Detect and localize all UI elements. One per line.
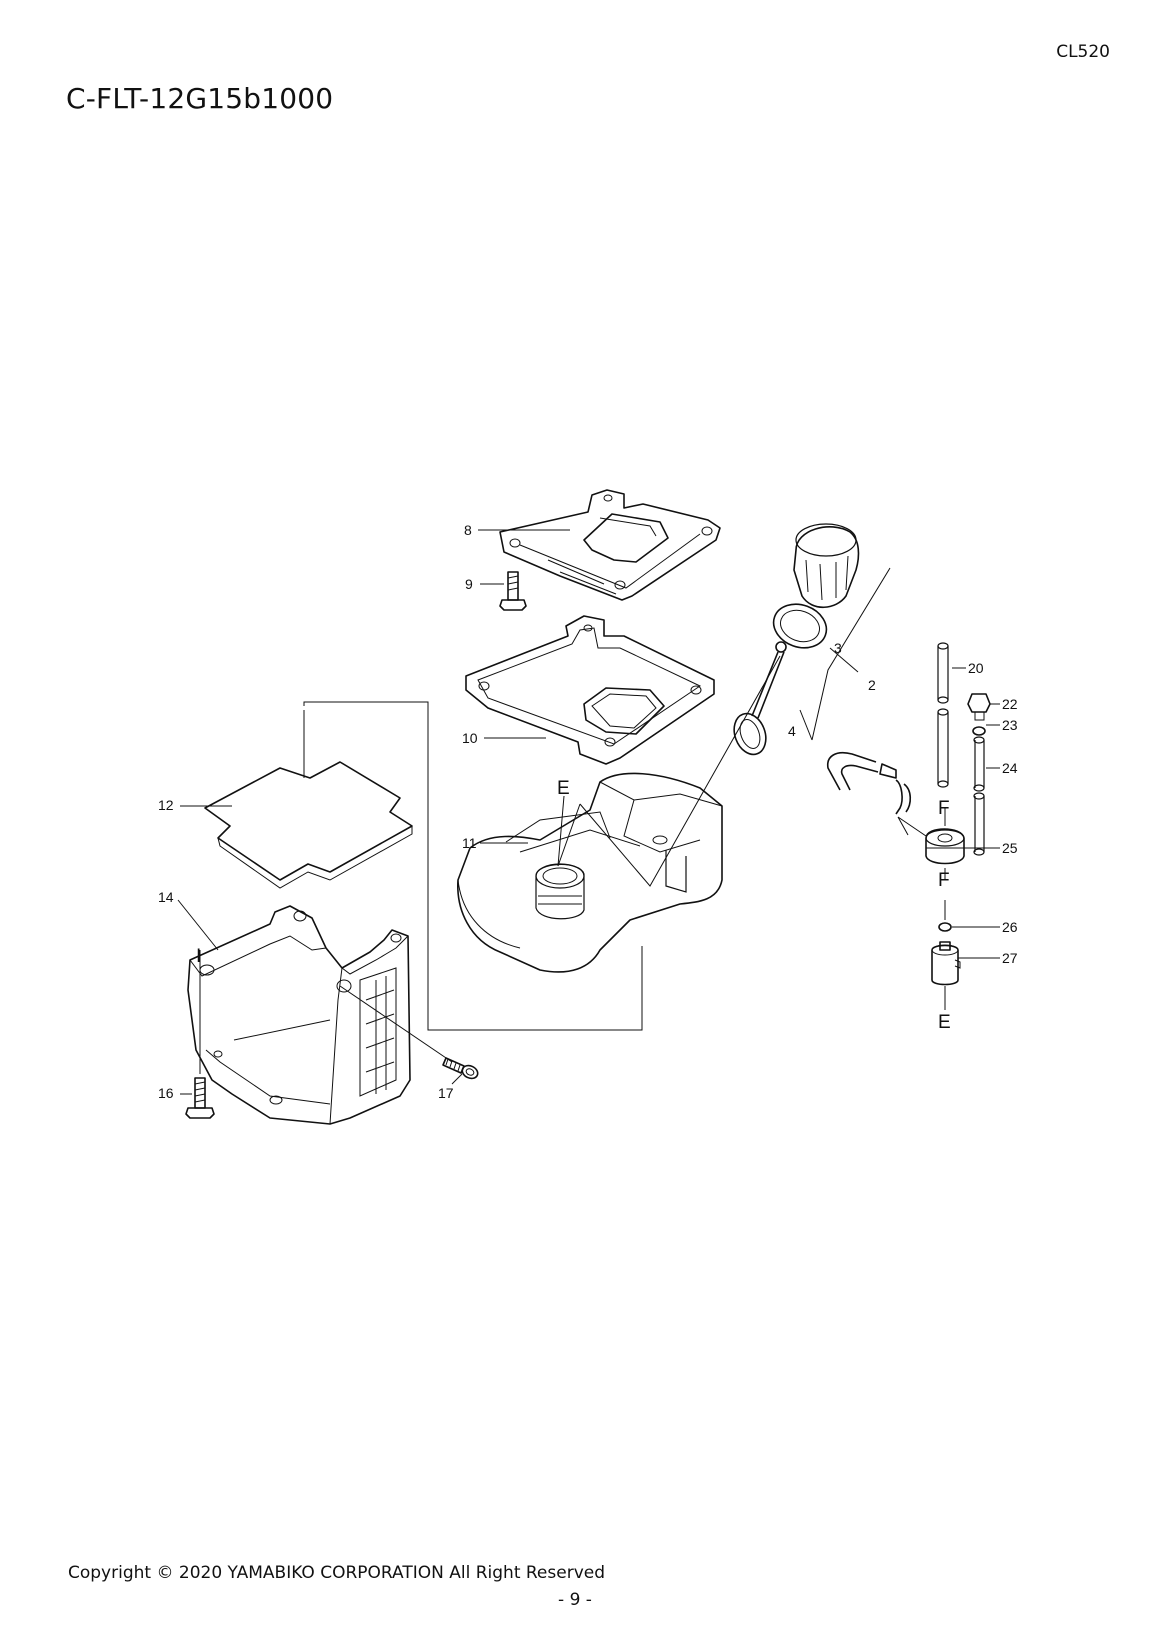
callout-20: 20 (968, 660, 984, 676)
callout-22: 22 (1002, 696, 1018, 712)
reference-letters: E E F F I (196, 778, 951, 1033)
part-23-o-ring (972, 726, 986, 736)
model-code: CL520 (1056, 42, 1110, 62)
part-2-cap (793, 523, 860, 609)
assembly-lines (199, 567, 946, 1074)
callout-11: 11 (462, 835, 477, 851)
part-25-grommet (925, 828, 965, 865)
part-3-seal-ring (772, 603, 828, 649)
callout-8: 8 (464, 522, 472, 538)
part-20-tube (937, 642, 949, 788)
callout-4: 4 (788, 723, 796, 739)
callout-3: 3 (834, 640, 842, 656)
callout-24: 24 (1002, 760, 1018, 776)
callout-27: 27 (1002, 950, 1018, 966)
callout-12: 12 (158, 797, 174, 813)
part-14-cover (187, 905, 411, 1125)
part-16-bolt (185, 1077, 215, 1119)
part-26-o-ring (938, 922, 952, 932)
callout-23: 23 (1002, 717, 1018, 733)
part-9-bolt (499, 571, 527, 611)
ref-letter-i: I (196, 946, 201, 967)
fuel-hose-loop (827, 752, 912, 815)
part-8-bracket-plate (499, 489, 721, 601)
leader-lines (177, 529, 1000, 1095)
part-4-strainer (733, 641, 787, 756)
copyright-notice: Copyright © 2020 YAMABIKO CORPORATION Al… (68, 1563, 606, 1583)
page-title: C-FLT-12G15b1000 (66, 82, 334, 115)
part-22-fitting (967, 693, 991, 721)
callout-26: 26 (1002, 919, 1018, 935)
callouts: 8 9 10 11 12 14 16 17 3 2 4 20 22 23 24 … (158, 522, 1018, 1101)
callout-16: 16 (158, 1085, 174, 1101)
callout-9: 9 (465, 576, 473, 592)
ref-letter-e-tank: E (557, 778, 570, 799)
part-17-screw (442, 1057, 479, 1080)
callout-25: 25 (1002, 840, 1018, 856)
ref-letter-e-filter: E (938, 1012, 951, 1033)
part-24-tube (973, 736, 985, 856)
callout-2: 2 (868, 677, 876, 693)
ref-letter-f-upper: F (938, 798, 950, 819)
callout-10: 10 (462, 730, 478, 746)
part-12-gasket (204, 761, 413, 889)
part-27-filter (931, 941, 961, 986)
callout-17: 17 (438, 1085, 454, 1101)
callout-14: 14 (158, 889, 174, 905)
part-11-fuel-tank (457, 772, 723, 973)
page-number: - 9 - (558, 1590, 592, 1610)
ref-letter-f-lower: F (938, 870, 950, 891)
part-10-frame (465, 615, 715, 765)
